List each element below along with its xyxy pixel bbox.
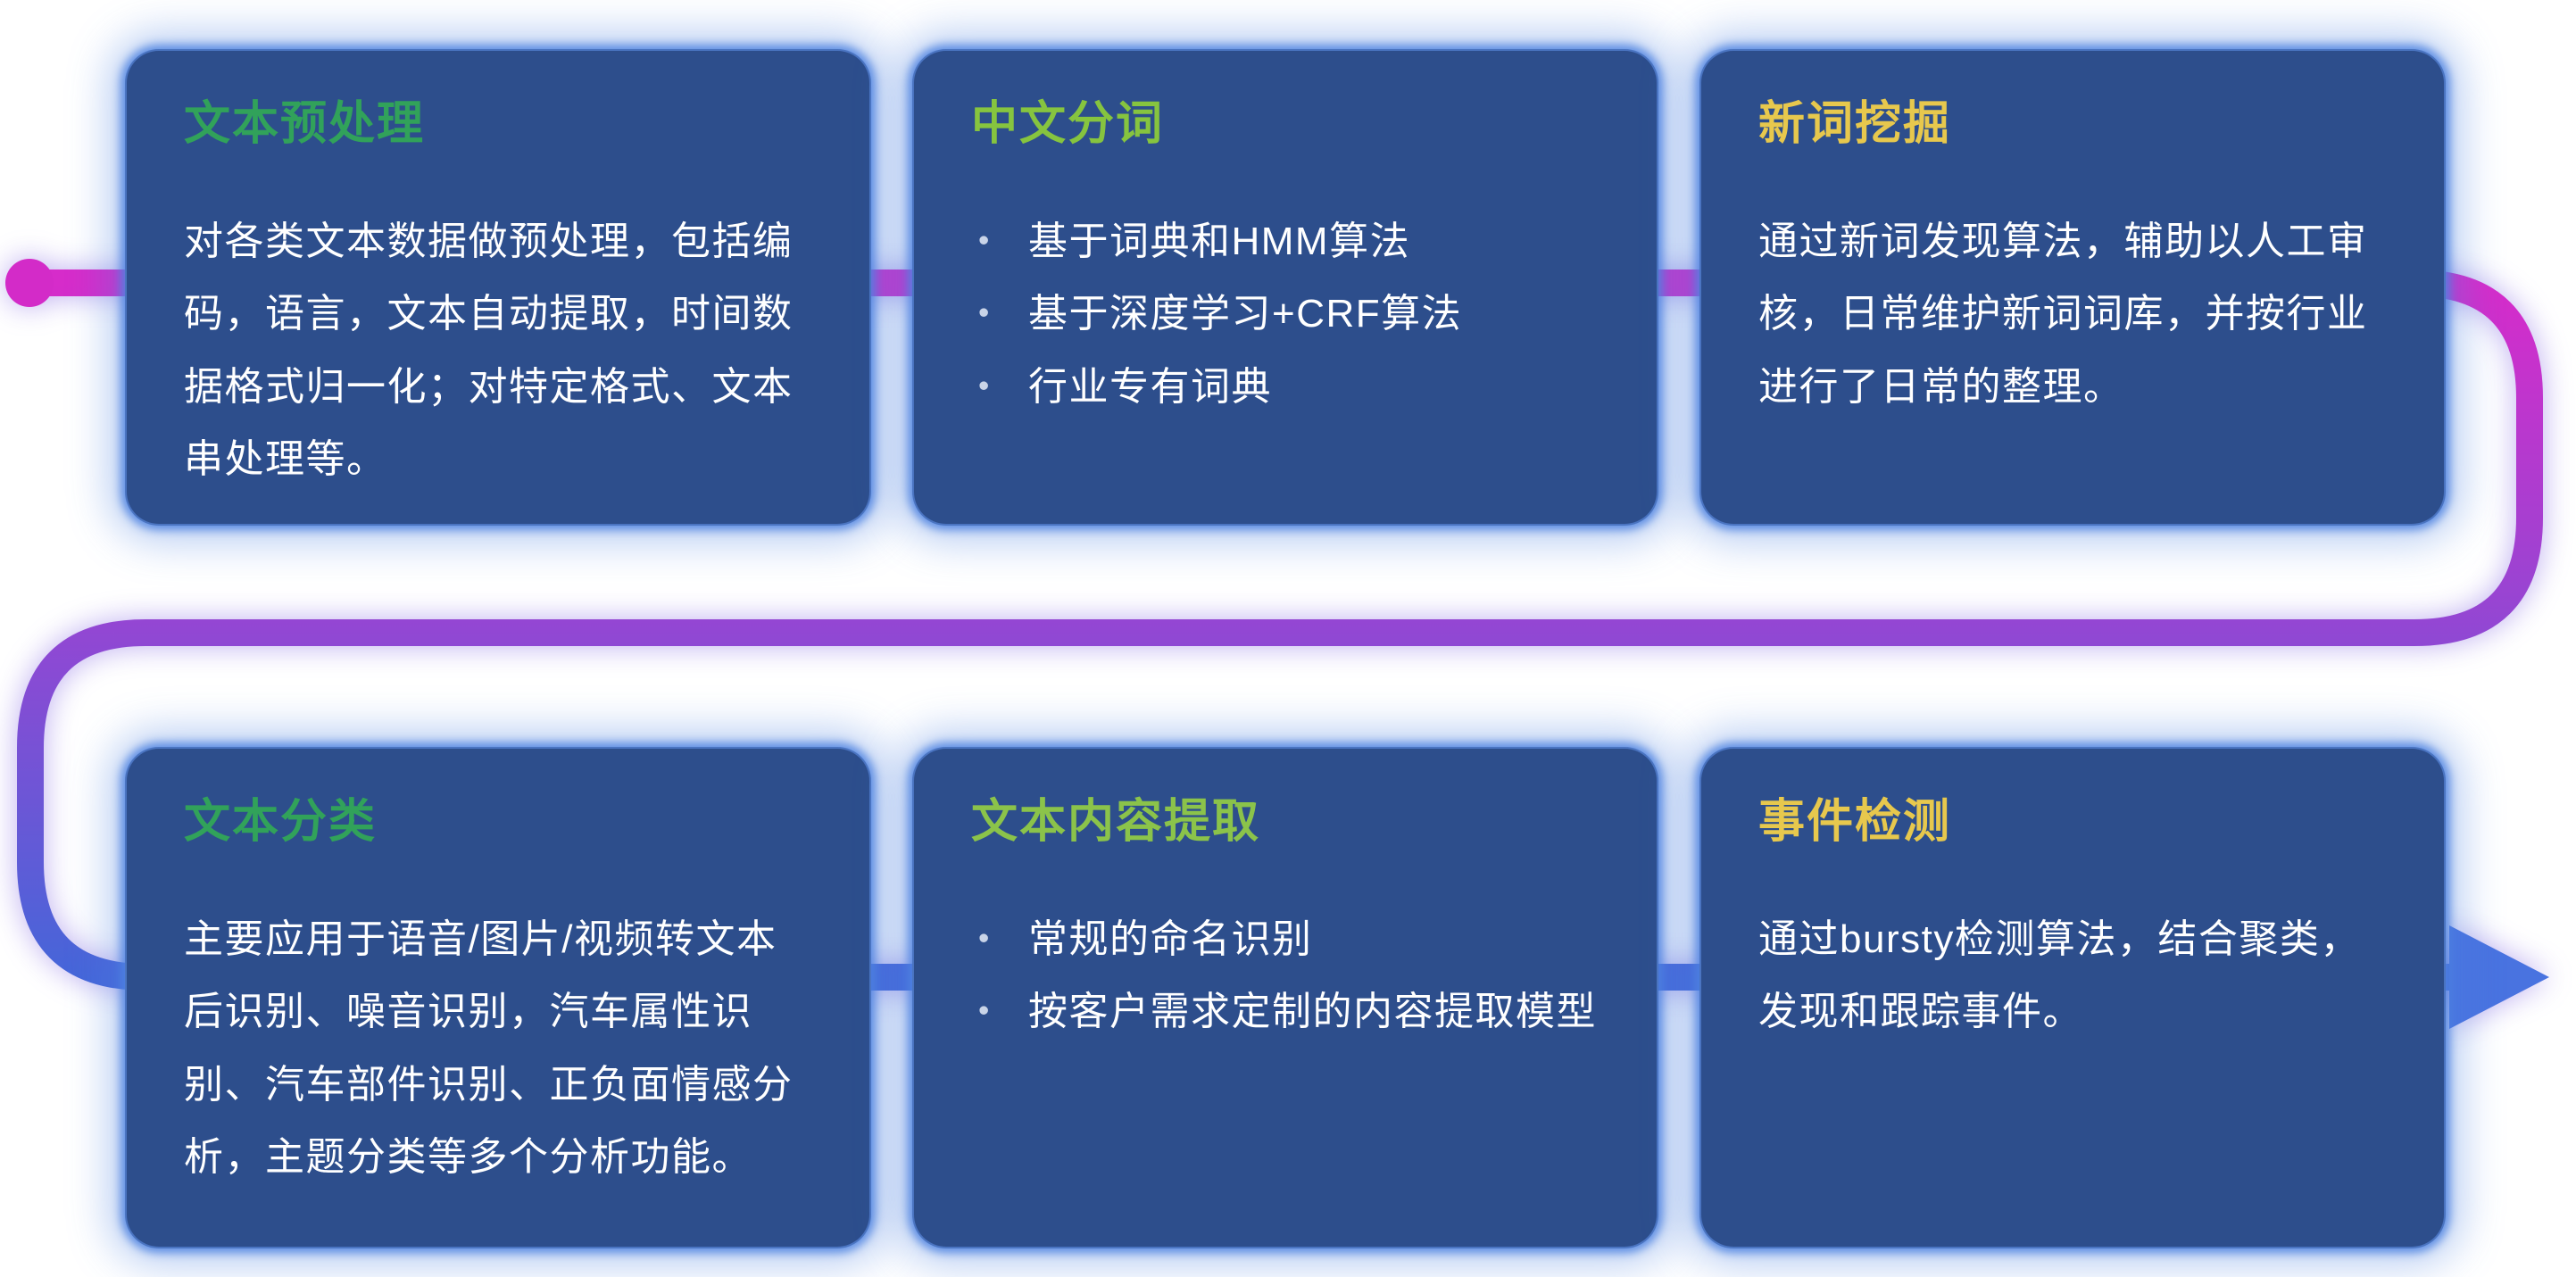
flow-start-dot	[5, 259, 54, 307]
card-body: 通过新词发现算法，辅助以人工审核，日常维护新词词库，并按行业进行了日常的整理。	[1758, 220, 2368, 409]
bullet-item: 基于深度学习+CRF算法	[971, 278, 1600, 350]
card-new-word-mining: 新词挖掘 通过新词发现算法，辅助以人工审核，日常维护新词词库，并按行业进行了日常…	[1699, 49, 2446, 526]
card-text-preprocessing: 文本预处理 对各类文本数据做预处理，包括编码，语言，文本自动提取，时间数据格式归…	[125, 49, 871, 526]
card-title: 新词挖掘	[1758, 98, 1952, 150]
bullet-item: 行业专有词典	[971, 351, 1600, 423]
card-title: 文本内容提取	[971, 796, 1261, 848]
bullet-item: 基于词典和HMM算法	[971, 205, 1600, 278]
card-event-detection: 事件检测 通过bursty检测算法，结合聚类，发现和跟踪事件。	[1699, 747, 2446, 1248]
card-text-classification: 文本分类 主要应用于语音/图片/视频转文本后识别、噪音识别，汽车属性识别、汽车部…	[125, 747, 871, 1248]
cards-grid: 文本预处理 对各类文本数据做预处理，包括编码，语言，文本自动提取，时间数据格式归…	[125, 49, 2446, 1248]
card-title: 事件检测	[1758, 796, 1952, 848]
card-chinese-word-segmentation: 中文分词 基于词典和HMM算法基于深度学习+CRF算法行业专有词典	[912, 49, 1658, 526]
card-body: 通过bursty检测算法，结合聚类，发现和跟踪事件。	[1758, 917, 2361, 1034]
card-title: 中文分词	[971, 98, 1165, 150]
flow-arrow-icon	[2449, 925, 2549, 1029]
card-bullet-list: 基于词典和HMM算法基于深度学习+CRF算法行业专有词典	[971, 205, 1600, 423]
card-title: 文本预处理	[184, 98, 426, 150]
card-bullet-list: 常规的命名识别按客户需求定制的内容提取模型	[971, 903, 1600, 1049]
bullet-item: 按客户需求定制的内容提取模型	[971, 975, 1600, 1048]
flow-path	[17, 269, 2543, 991]
card-body: 对各类文本数据做预处理，包括编码，语言，文本自动提取，时间数据格式归一化；对特定…	[184, 220, 794, 482]
card-title: 文本分类	[184, 796, 378, 848]
card-body: 主要应用于语音/图片/视频转文本后识别、噪音识别，汽车属性识别、汽车部件识别、正…	[184, 917, 794, 1180]
card-text-content-extraction: 文本内容提取 常规的命名识别按客户需求定制的内容提取模型	[912, 747, 1658, 1248]
bullet-item: 常规的命名识别	[971, 903, 1600, 975]
